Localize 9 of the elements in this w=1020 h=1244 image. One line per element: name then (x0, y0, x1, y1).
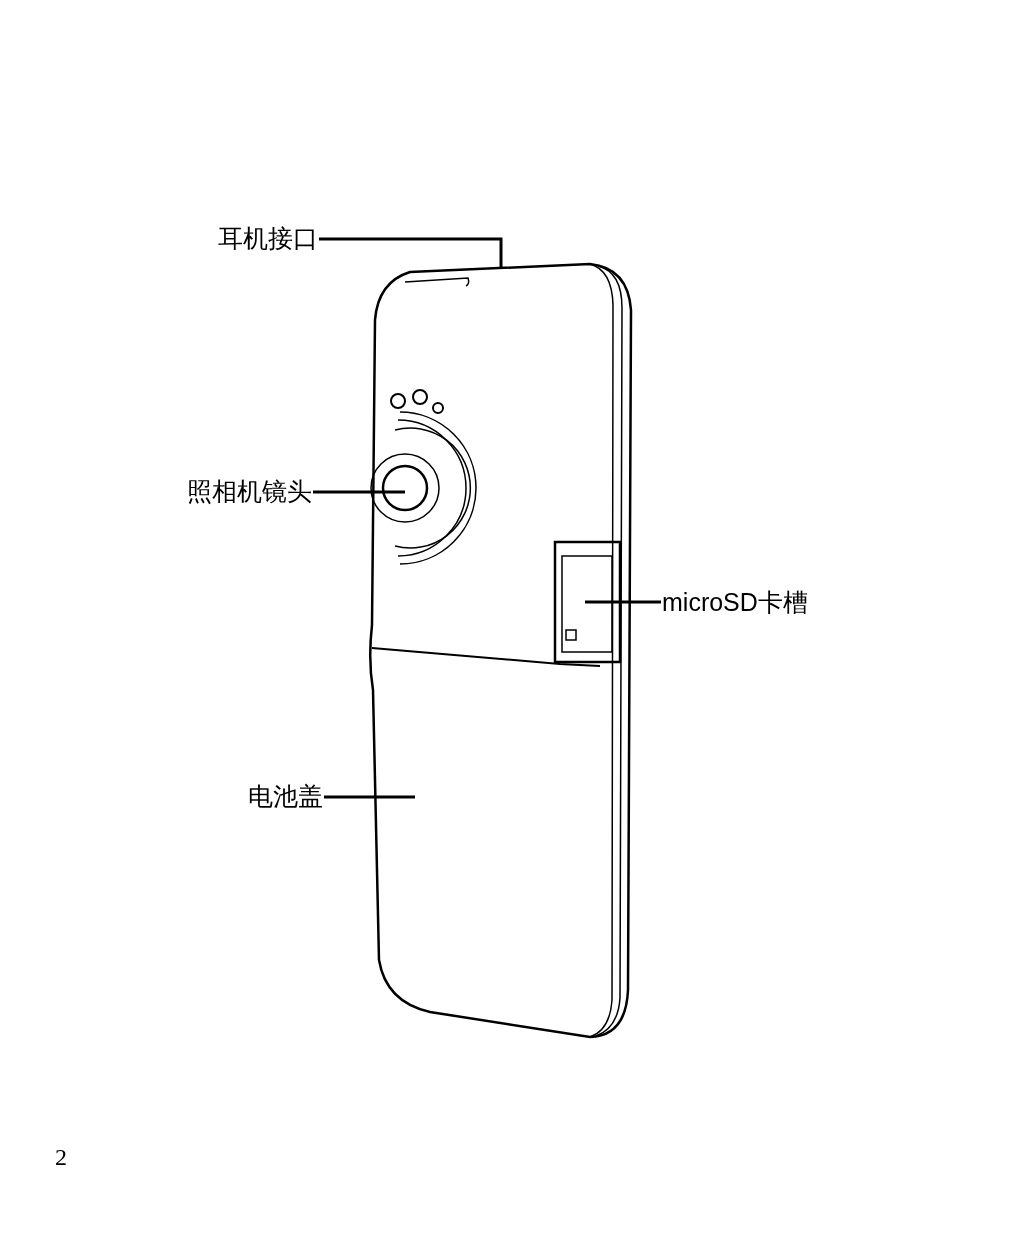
part-label: microSD卡槽 (662, 587, 808, 617)
leader-line (324, 795, 415, 799)
leader-line (319, 237, 503, 268)
part-label: 电池盖 (248, 782, 323, 812)
leader-line (313, 490, 405, 494)
part-label: 照相机镜头 (187, 477, 312, 507)
page-number: 2 (55, 1144, 67, 1171)
part-label: 耳机接口 (218, 224, 318, 254)
leader-line (585, 600, 661, 604)
